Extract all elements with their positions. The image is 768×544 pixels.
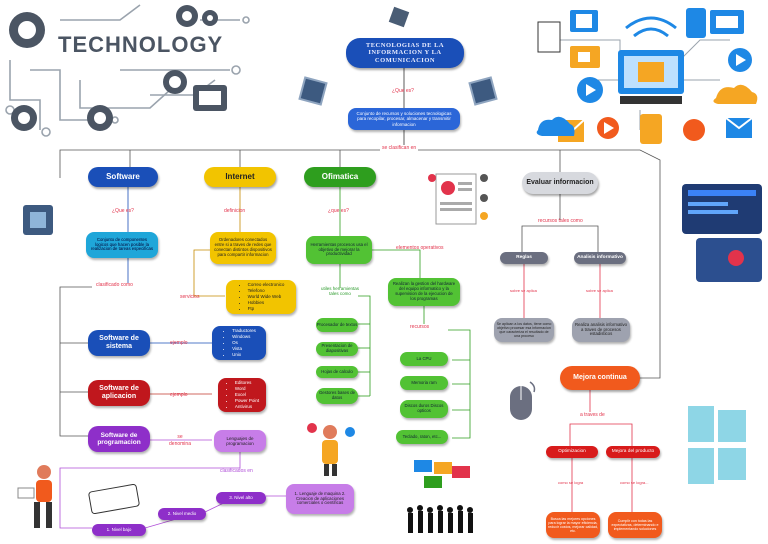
sistema-item: Unix — [232, 352, 256, 358]
analisis-node: Analisis informativo — [574, 252, 626, 264]
optimizacion-node: Optimizacion — [546, 446, 598, 458]
software-definition: Conjunto de componentes logicos que hace… — [86, 232, 158, 258]
windows-logo — [688, 406, 746, 484]
reglas-definition: Se aplican a los datos, tiene como objet… — [494, 318, 554, 342]
lenguaje-maquina-node: 1. Lenguaje de maquina 2. Creacion de ap… — [286, 484, 354, 514]
internet-services-box: Correo electronicoTelefonoWorld Wide Web… — [226, 280, 296, 314]
ofimatica-definition: Herramientas procesos usa el objetivo de… — [306, 236, 372, 264]
internet-node[interactable]: Internet — [204, 167, 276, 187]
chip-icon-2 — [298, 76, 328, 106]
aplicacion-item: Power Point — [235, 398, 259, 404]
service-item: Hobbies — [248, 300, 285, 306]
aplicacion-item: Excel — [235, 392, 259, 398]
report-document-icon — [428, 173, 488, 225]
service-item: Correo electronico — [248, 282, 285, 288]
nivel-bajo-node: 1. Nivel bajo — [92, 524, 146, 536]
recurso-teclado: Teclado, raton, etc... — [396, 430, 448, 444]
mejora-through-label: a traves de — [580, 412, 605, 418]
person-laptop-illustration — [17, 465, 52, 528]
service-item: World Wide Web — [248, 294, 285, 300]
sistema-example-label: ejemplo — [170, 340, 188, 346]
service-item: Telefono — [248, 288, 285, 294]
nivel-alto-node: 3. Nivel alto — [216, 492, 266, 504]
evaluar-resources-label: recursos tales como — [538, 218, 583, 224]
software-aplicacion-node[interactable]: Software de aplicacion — [88, 380, 150, 406]
optimizacion-definition: Busca las mejores opciones para lograr l… — [546, 512, 600, 538]
tool-procesador: Procesador de textos — [316, 318, 358, 332]
producto-how-label: como se logra... — [620, 480, 649, 485]
sistema-item: Traductores — [232, 328, 256, 334]
tools-label: utiles herramientas tales como — [320, 286, 360, 297]
elementos-label: elementos operativos — [396, 245, 444, 251]
tech-icons-decoration — [536, 8, 758, 144]
software-node[interactable]: Software — [88, 167, 158, 187]
software-programacion-node[interactable]: Software de programacion — [88, 426, 150, 452]
tool-hojas-calculo: Hojas de calculo — [316, 366, 358, 378]
sistema-item: Os — [232, 340, 256, 346]
optimizacion-how-label: como se logra — [558, 480, 584, 485]
person-illustration — [307, 423, 355, 476]
software-question-label: ¿Que es? — [112, 208, 134, 214]
recurso-discos: Discos duros Discos opticos — [400, 400, 448, 418]
recurso-cpu: La CPU — [400, 352, 448, 366]
reglas-node: Reglas — [500, 252, 548, 264]
internet-services-label: servicios — [180, 294, 200, 300]
chip-icon-3 — [468, 76, 498, 106]
clasificados-en-label: clasificados en — [220, 468, 253, 474]
sistema-item: Vista — [232, 346, 256, 352]
internet-definition: Ordenadores conectados entre si a traves… — [210, 232, 276, 264]
analisis-definition: Realiza analisis informativo a traves de… — [572, 318, 630, 342]
ofimatica-question-label: ¿que es? — [328, 208, 349, 214]
aplicacion-example-label: ejemplo — [170, 392, 188, 398]
analisis-apply-label: sobre se aplica — [586, 288, 613, 293]
aplicacion-item: Editores — [235, 380, 259, 386]
classify-label: se clasifican en — [380, 145, 419, 151]
nivel-medio-node: 2. Nivel medio — [158, 508, 206, 520]
evaluar-node[interactable]: Evaluar informacion — [522, 172, 598, 194]
elementos-definition: Realizan la gestion del hardware del equ… — [388, 278, 460, 306]
programacion-denomina-label: se denomina — [169, 434, 191, 447]
mouse-icon — [510, 381, 536, 420]
circuit-decoration — [5, 4, 250, 137]
internet-definition-label: definicion — [224, 208, 246, 214]
reglas-apply-label: sobre se aplica — [510, 288, 537, 293]
technology-logo: TECHNOLOGY — [58, 32, 224, 57]
root-question-label: ¿Que es? — [392, 88, 414, 94]
tool-presentacion: Presentacion de diapositivas — [316, 342, 358, 356]
sistema-item: Windows — [232, 334, 256, 340]
recurso-ram: Memoria ram — [400, 376, 448, 390]
service-item: Ftp — [248, 306, 285, 312]
aplicacion-item: Antivirus — [235, 404, 259, 410]
recursos-label: recursos — [410, 324, 430, 330]
root-title[interactable]: TECNOLOGIAS DE LA INFORMACION Y LA COMUN… — [346, 38, 464, 68]
sistema-examples-box: TraductoresWindowsOsVistaUnix — [212, 326, 266, 360]
aplicacion-examples-box: EditoresWordExcelPower PointAntivirus — [218, 378, 266, 412]
aplicacion-item: Word — [235, 386, 259, 392]
software-sistema-node[interactable]: Software de sistema — [88, 330, 150, 356]
producto-definition: Cumplir con todas las expectativas, dete… — [608, 512, 662, 538]
keyboard-icon — [88, 483, 140, 515]
software-classified-label: clasificado como — [96, 282, 133, 288]
ofimatica-node[interactable]: Ofimatica — [304, 167, 376, 187]
cpu-icon — [23, 205, 53, 235]
lenguajes-node: Lenguajes de programacion — [214, 430, 266, 452]
mejora-node[interactable]: Mejora continua — [560, 366, 640, 390]
screens-decoration — [682, 184, 762, 282]
mejora-producto-node: Mejora del producto — [606, 446, 660, 458]
people-silhouettes — [407, 460, 473, 533]
root-definition: Conjunto de recursos y soluciones tecnol… — [348, 108, 460, 130]
chip-icon — [388, 6, 410, 28]
tool-gestores: Gestores bases de datos — [316, 388, 358, 404]
